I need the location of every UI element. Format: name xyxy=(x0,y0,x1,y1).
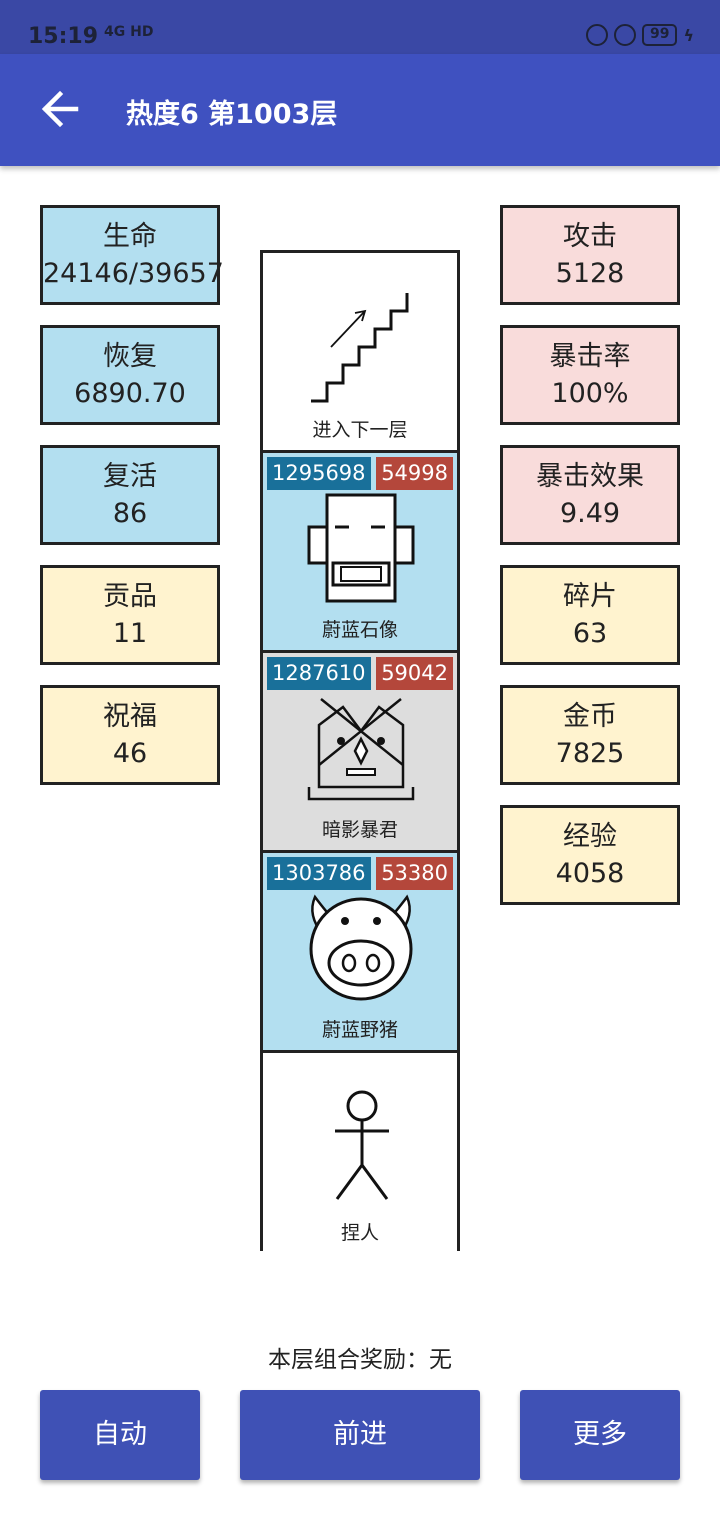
stat-value: 5128 xyxy=(555,258,625,289)
stat-value: 63 xyxy=(572,618,608,649)
forward-button[interactable]: 前进 xyxy=(240,1390,480,1480)
statue-icon xyxy=(307,493,415,603)
stat-shards: 碎片 63 xyxy=(500,565,680,665)
stat-label: 恢复 xyxy=(103,341,157,372)
charging-icon: ϟ xyxy=(683,25,694,45)
tower-cell-monster-1[interactable]: 1295698 54998 蔚蓝石像 xyxy=(263,453,457,653)
stat-value: 86 xyxy=(112,498,148,529)
stat-label: 经验 xyxy=(563,821,617,852)
app-bar: 热度6 第1003层 xyxy=(0,54,720,166)
stat-gold: 金币 7825 xyxy=(500,685,680,785)
stat-crit-rate: 暴击率 100% xyxy=(500,325,680,425)
status-icons: 99 ϟ xyxy=(585,24,694,46)
stat-value: 6890.70 xyxy=(74,378,186,409)
stat-tribute: 贡品 11 xyxy=(40,565,220,665)
lock-icon xyxy=(585,24,608,46)
stat-value: 24146/39657 xyxy=(43,258,224,289)
stat-value: 7825 xyxy=(555,738,625,769)
boar-icon xyxy=(309,894,413,1001)
tower-cell-character[interactable]: 捏人 xyxy=(263,1053,457,1253)
cell-label: 捏人 xyxy=(340,1222,379,1244)
auto-button[interactable]: 自动 xyxy=(40,1390,200,1480)
tower-cell-monster-3[interactable]: 1303786 53380 蔚蓝野猪 xyxy=(263,853,457,1053)
stat-label: 暴击率 xyxy=(549,341,631,372)
stat-label: 暴击效果 xyxy=(536,461,644,492)
monster-attack-badge: 54998 xyxy=(376,457,453,490)
stat-label: 复活 xyxy=(103,461,157,492)
stat-recovery: 恢复 6890.70 xyxy=(40,325,220,425)
stat-label: 祝福 xyxy=(103,701,157,732)
tower-cell-monster-2[interactable]: 1287610 59042 暗影暴君 xyxy=(263,653,457,853)
stat-value: 11 xyxy=(112,618,148,649)
page-title: 热度6 第1003层 xyxy=(126,99,338,130)
stairs-icon xyxy=(311,293,409,403)
status-time: 15:19 xyxy=(28,24,99,49)
stat-label: 金币 xyxy=(563,701,617,732)
stat-value: 9.49 xyxy=(559,498,621,529)
monster-hp-badge: 1287610 xyxy=(267,657,371,690)
stat-value: 100% xyxy=(551,378,629,409)
monster-hp-badge: 1303786 xyxy=(267,857,371,890)
tower: 进入下一层 1295698 54998 蔚蓝石像 1287610 59042 暗… xyxy=(260,250,460,1253)
more-button[interactable]: 更多 xyxy=(520,1390,680,1480)
stat-label: 碎片 xyxy=(563,581,617,612)
stat-label: 生命 xyxy=(103,221,157,252)
stat-life: 生命 24146/39657 xyxy=(40,205,224,305)
cell-label: 蔚蓝野猪 xyxy=(321,1019,398,1041)
monster-hp-badge: 1295698 xyxy=(267,457,371,490)
stat-revive: 复活 86 xyxy=(40,445,220,545)
alarm-icon xyxy=(613,24,636,46)
status-bar: 15:19 4G HD 99 ϟ xyxy=(0,0,720,54)
battery-indicator: 99 xyxy=(641,24,678,46)
stat-value: 46 xyxy=(112,738,148,769)
arrow-left-icon xyxy=(41,90,79,128)
stat-crit-effect: 暴击效果 9.49 xyxy=(500,445,680,545)
stat-label: 攻击 xyxy=(563,221,617,252)
stat-value: 4058 xyxy=(555,858,625,889)
floor-reward-text: 本层组合奖励：无 xyxy=(268,1347,452,1373)
tyrant-icon xyxy=(307,698,415,801)
stat-attack: 攻击 5128 xyxy=(500,205,680,305)
monster-attack-badge: 59042 xyxy=(376,657,453,690)
stat-blessing: 祝福 46 xyxy=(40,685,220,785)
tower-cell-next-floor[interactable]: 进入下一层 xyxy=(263,253,457,453)
stick-figure-icon xyxy=(335,1090,389,1200)
network-indicator: 4G HD xyxy=(104,24,154,40)
monster-attack-badge: 53380 xyxy=(376,857,453,890)
stat-label: 贡品 xyxy=(103,581,157,612)
back-button[interactable] xyxy=(36,84,86,134)
stat-exp: 经验 4058 xyxy=(500,805,680,905)
cell-label: 暗影暴君 xyxy=(321,819,398,841)
cell-label: 蔚蓝石像 xyxy=(321,619,398,641)
cell-label: 进入下一层 xyxy=(312,419,408,441)
